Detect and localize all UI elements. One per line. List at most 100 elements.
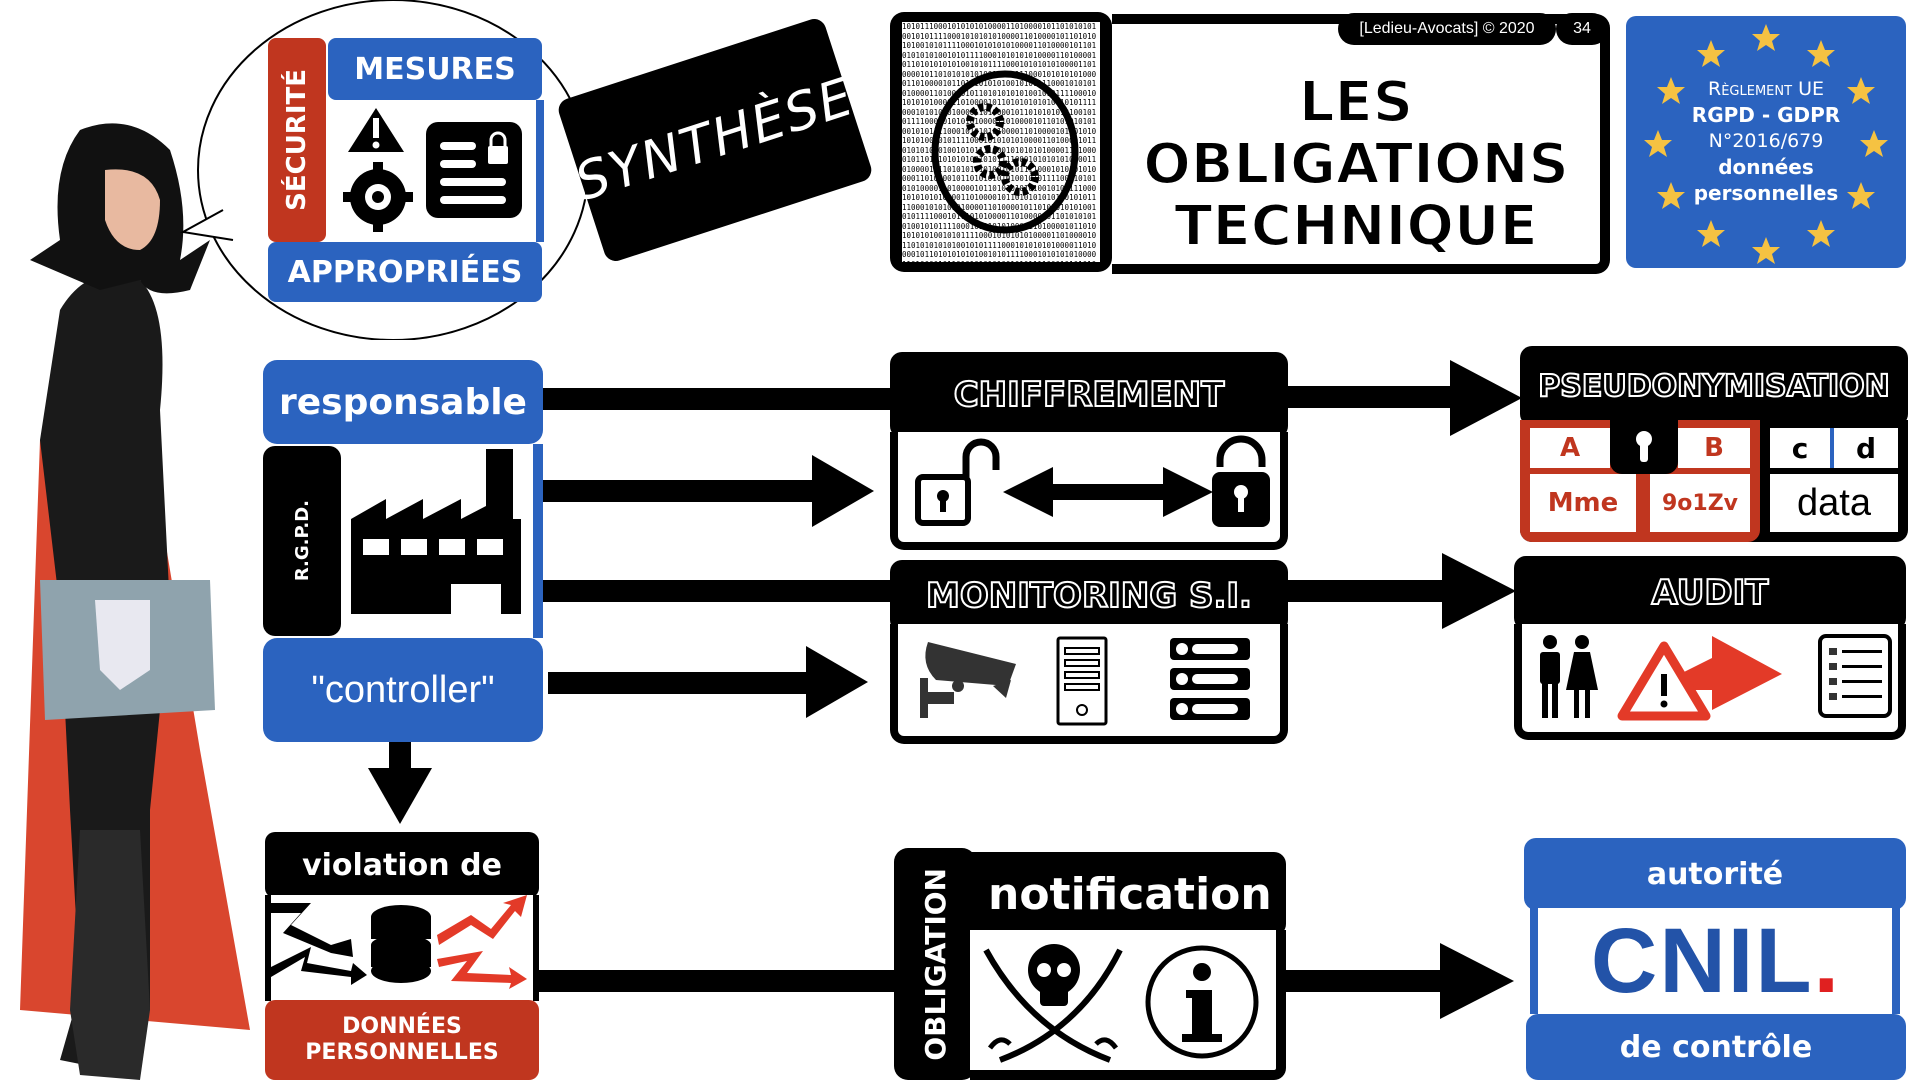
pseudo-cell-a-text: A: [1559, 433, 1581, 463]
monitoring-title: MONITORING S.I.: [925, 575, 1253, 617]
encryption-icons: [915, 435, 1270, 527]
character-illustration: [0, 110, 270, 1080]
chiffrement-body: [890, 432, 1288, 550]
mesures-label: MESURES: [354, 51, 516, 87]
arrow-chiffrement-shaft: [543, 480, 823, 502]
page-number: 34: [1573, 20, 1591, 37]
pseudo-cell-code: 9o1Zv: [1650, 474, 1750, 532]
warning-icon: [348, 108, 404, 152]
locked-padlock-icon: [1212, 435, 1270, 527]
arrow-audit-head: [1442, 553, 1516, 629]
unlocked-padlock-icon: [915, 438, 1000, 526]
security-icons-area: [328, 100, 544, 242]
security-camera-icon: [920, 642, 1016, 718]
donnees-label: DONNÉES: [342, 1014, 462, 1039]
data-breach-icons: [271, 895, 527, 989]
synthese-label: SYNTHÈSE: [568, 66, 862, 214]
incoming-attack-arrows-icon: [271, 903, 367, 985]
factory-icon: [351, 449, 521, 614]
copyright-badge: [Ledieu-Avocats] © 2020: [1338, 13, 1556, 45]
pseudo-cell-b-text: B: [1704, 433, 1724, 463]
eu-badge-line-1: Règlement UE: [1708, 78, 1824, 100]
keyhole-icon-box: [1610, 420, 1678, 474]
autorite-label-box: autorité: [1524, 838, 1906, 910]
connector-line-monitoring-top: [543, 580, 893, 602]
database-icon: [371, 905, 431, 983]
personnelles-label: PERSONNELLES: [305, 1040, 499, 1065]
monitoring-icons: [920, 636, 1250, 726]
violation-top-label: violation de: [302, 847, 502, 883]
audit-body: [1514, 624, 1906, 740]
eu-badge-line-2: RGPD - GDPR: [1691, 103, 1841, 127]
synthese-badge: SYNTHÈSE: [555, 15, 875, 265]
eu-badge-line-3: N°2016/679: [1708, 130, 1824, 152]
autorite-label: autorité: [1646, 856, 1784, 892]
cnil-logo-area: CNIL.: [1530, 908, 1900, 1014]
responsable-label-box: responsable: [263, 360, 543, 444]
notification-header: notification: [970, 852, 1286, 936]
title-panel: LES OBLIGATIONS TECHNIQUE: [1112, 14, 1610, 274]
info-icon: [1145, 945, 1259, 1059]
double-arrow-icon: [1003, 467, 1213, 517]
arrow-violation-shaft: [389, 742, 411, 770]
server-tower-icon: [1056, 636, 1108, 726]
page-number-badge: 34: [1556, 13, 1608, 45]
binary-gears-image: 1010111000101010101000011010000101101010…: [890, 12, 1112, 272]
arrow-monitoring-head: [806, 646, 868, 718]
checklist-icon: [1818, 634, 1892, 718]
monitoring-header: MONITORING S.I.: [890, 560, 1288, 632]
eu-regulation-badge: Règlement UE RGPD - GDPR N°2016/679 donn…: [1626, 16, 1906, 268]
chiffrement-header: CHIFFREMENT: [890, 352, 1288, 438]
pseudo-cell-code-text: 9o1Zv: [1661, 490, 1739, 516]
pseudo-cell-c-text: c: [1791, 431, 1809, 465]
pseudo-cell-b: B: [1678, 428, 1750, 468]
cnil-logo-text: CNIL: [1590, 909, 1814, 1012]
controller-middle: R.G.P.D.: [263, 444, 543, 638]
pseudo-cell-mme-text: Mme: [1547, 488, 1619, 518]
responsable-label: responsable: [279, 381, 527, 423]
arrow-pseudonymisation-shaft: [1288, 386, 1468, 408]
securite-label: SÉCURITÉ: [282, 69, 312, 211]
arrow-monitoring-shaft: [548, 672, 818, 694]
audit-icons: [1540, 634, 1892, 721]
title-line-2: OBLIGATIONS: [1142, 132, 1570, 197]
pirate-skull-icon: [983, 944, 1123, 1063]
notification-body: [970, 930, 1286, 1080]
arrow-cnil-shaft: [1286, 970, 1456, 992]
pseudo-cell-d-text: d: [1855, 431, 1877, 465]
cnil-logo-dot: .: [1813, 909, 1840, 1012]
securite-label-box: SÉCURITÉ: [268, 38, 326, 242]
pseudonymisation-header: PSEUDONYMISATION: [1520, 346, 1908, 426]
pseudo-cell-data-text: data: [1797, 481, 1871, 524]
notification-title: notification: [988, 868, 1272, 920]
gears-icon: [931, 70, 1079, 234]
secure-document-icon: [426, 122, 522, 218]
de-controle-label-box: de contrôle: [1526, 1014, 1906, 1080]
keyhole-icon: [1636, 431, 1652, 462]
man-woman-icon: [1540, 635, 1598, 718]
pseudo-cell-mme: Mme: [1530, 474, 1636, 532]
arrow-cnil-head: [1440, 943, 1514, 1019]
obligation-label: OBLIGATION: [918, 867, 952, 1061]
pseudo-cell-a: A: [1530, 428, 1610, 468]
copyright-text: [Ledieu-Avocats] © 2020: [1359, 20, 1535, 37]
monitoring-body: [890, 624, 1288, 744]
controller-label: "controller": [311, 668, 495, 711]
arrow-audit-shaft: [1288, 580, 1458, 602]
chiffrement-title: CHIFFREMENT: [953, 374, 1226, 416]
mesures-label-box: MESURES: [328, 38, 542, 100]
rgpd-label-box: R.G.P.D.: [263, 446, 341, 636]
title-line-3: TECHNIQUE: [1173, 194, 1538, 259]
de-controle-label: de contrôle: [1619, 1029, 1813, 1065]
obligation-label-box: OBLIGATION: [894, 848, 976, 1080]
arrow-chiffrement-head: [812, 455, 874, 527]
gear-icon: [343, 162, 413, 232]
pseudo-cell-d: d: [1834, 428, 1898, 468]
appropriees-label-box: APPROPRIÉES: [268, 242, 542, 302]
rgpd-label: R.G.P.D.: [291, 500, 313, 582]
audit-title: AUDIT: [1651, 572, 1770, 614]
eu-badge-line-5: personnelles: [1693, 181, 1839, 205]
pseudo-cell-c: c: [1770, 428, 1830, 468]
server-rack-icon: [1170, 638, 1250, 720]
violation-header: violation de: [265, 832, 539, 898]
